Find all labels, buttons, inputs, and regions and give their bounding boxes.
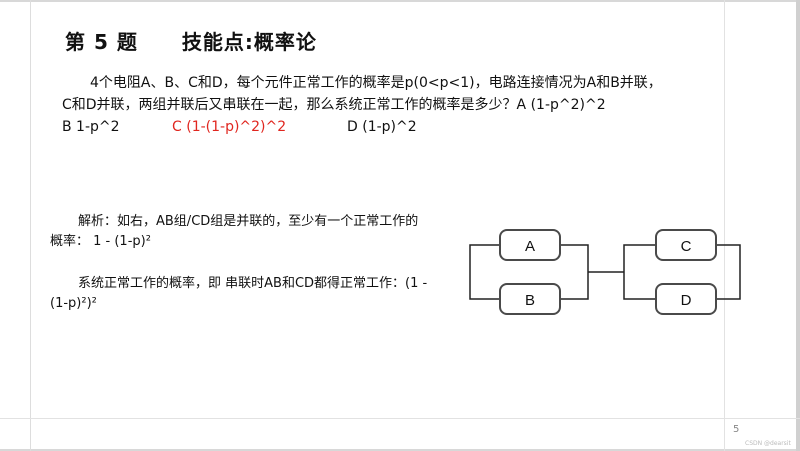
cd-right-wire [716,244,741,300]
slide-title: 第 5 题 技能点:概率论 [65,26,317,55]
analysis-section: 解析：如右，AB组/CD组是并联的，至少有一个正常工作的概率： 1 - (1-p… [50,212,430,336]
skill-topic: 技能点:概率论 [181,30,317,54]
cd-left-wire [623,244,656,300]
slide-right-border [796,0,800,451]
resistor-b: B [499,283,561,315]
analysis-paragraph-1: 解析：如右，AB组/CD组是并联的，至少有一个正常工作的概率： 1 - (1-p… [50,214,419,249]
ab-left-wire [469,244,500,300]
resistor-c-label: C [681,238,692,255]
circuit-diagram: A B C D [469,229,741,315]
option-b: B 1-p^2 [62,119,120,135]
option-c-answer: C (1-(1-p)^2)^2 [172,119,287,135]
slide-top-border [0,0,800,2]
question-line-2: C和D并联，两组并联后又串联在一起，那么系统正常工作的概率是多少？A (1-p^… [62,97,606,113]
resistor-c: C [655,229,717,261]
resistor-a: A [499,229,561,261]
resistor-d: D [655,283,717,315]
slide-bottom-border [0,449,800,451]
option-d: D (1-p)^2 [347,119,417,135]
resistor-b-label: B [525,292,535,309]
page-number: 5 [733,424,740,435]
bottom-guide-line [0,418,800,419]
question-number: 第 5 题 [65,30,138,54]
question-text: 4个电阻A、B、C和D，每个元件正常工作的概率是p(0<p<1)，电路连接情况为… [62,72,702,138]
ab-right-wire [560,244,589,300]
watermark: CSDN @dearsit [745,440,791,447]
resistor-a-label: A [525,238,535,255]
left-guide-line [30,0,31,451]
question-line-1: 4个电阻A、B、C和D，每个元件正常工作的概率是p(0<p<1)，电路连接情况为… [90,75,662,91]
analysis-paragraph-2: 系统正常工作的概率，即 串联时AB和CD都得正常工作：(1 - (1-p)²)² [50,276,428,311]
circuit-wires [469,244,741,300]
resistor-d-label: D [681,292,692,309]
right-guide-line [724,0,725,451]
